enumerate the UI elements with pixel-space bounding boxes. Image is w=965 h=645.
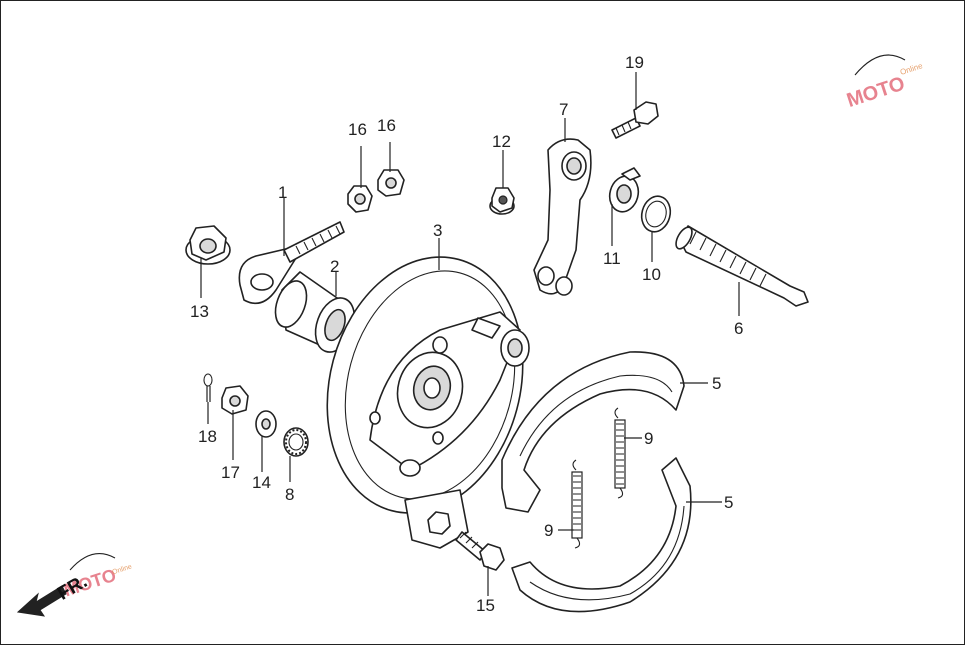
svg-text:Online: Online — [899, 61, 924, 77]
callout-17: 17 — [221, 463, 240, 482]
part-10-o-ring — [640, 195, 672, 233]
callout-labels: 1 2 3 5 5 6 7 8 9 9 10 11 12 13 14 15 16… — [190, 53, 743, 615]
part-16-nut-a — [347, 185, 373, 213]
callout-18: 18 — [198, 427, 217, 446]
callout-14: 14 — [252, 473, 271, 492]
callout-5-upper: 5 — [712, 374, 721, 393]
callout-2: 2 — [330, 257, 339, 276]
callout-1: 1 — [278, 183, 287, 202]
part-8-bearing — [283, 427, 309, 457]
callout-3: 3 — [433, 221, 442, 240]
callout-19: 19 — [625, 53, 644, 72]
svg-text:MOTO: MOTO — [844, 73, 908, 112]
callout-8: 8 — [285, 485, 294, 504]
part-14-washer — [255, 410, 277, 438]
part-1-anchor-arm — [238, 221, 345, 305]
part-12-flange-nut — [489, 187, 515, 215]
part-3-brake-panel — [326, 256, 530, 549]
part-6-brake-cam — [675, 225, 809, 307]
callout-5-lower: 5 — [724, 493, 733, 512]
part-11-wear-indicator — [608, 167, 641, 213]
part-18-cotter-pin — [203, 373, 213, 402]
part-19-bolt — [611, 101, 659, 139]
part-7-brake-arm — [533, 138, 592, 296]
part-9-spring-left — [571, 459, 583, 549]
callout-10: 10 — [642, 265, 661, 284]
part-2-collar — [274, 271, 356, 353]
callout-6: 6 — [734, 319, 743, 338]
callout-11: 11 — [603, 249, 621, 268]
callout-7: 7 — [559, 100, 568, 119]
part-15-bolt — [455, 531, 505, 571]
watermark-logo-top: MOTO Online — [844, 54, 924, 112]
part-17-nut — [221, 385, 249, 415]
part-13-flange-nut — [185, 225, 231, 265]
part-5-brake-shoe-upper — [501, 351, 685, 513]
part-9-spring-right — [614, 407, 626, 499]
callout-16-b: 16 — [377, 116, 396, 135]
callout-15: 15 — [476, 596, 495, 615]
leader-lines — [200, 72, 740, 596]
callout-9-right: 9 — [644, 429, 653, 448]
callout-12: 12 — [492, 132, 511, 151]
front-direction-arrow: FR. — [16, 571, 91, 617]
callout-13: 13 — [190, 302, 209, 321]
callout-9-left: 9 — [544, 521, 553, 540]
part-5-brake-shoe-lower — [511, 457, 692, 613]
callout-16-a: 16 — [348, 120, 367, 139]
part-16-nut-b — [377, 169, 405, 197]
svg-text:Online: Online — [111, 563, 133, 576]
